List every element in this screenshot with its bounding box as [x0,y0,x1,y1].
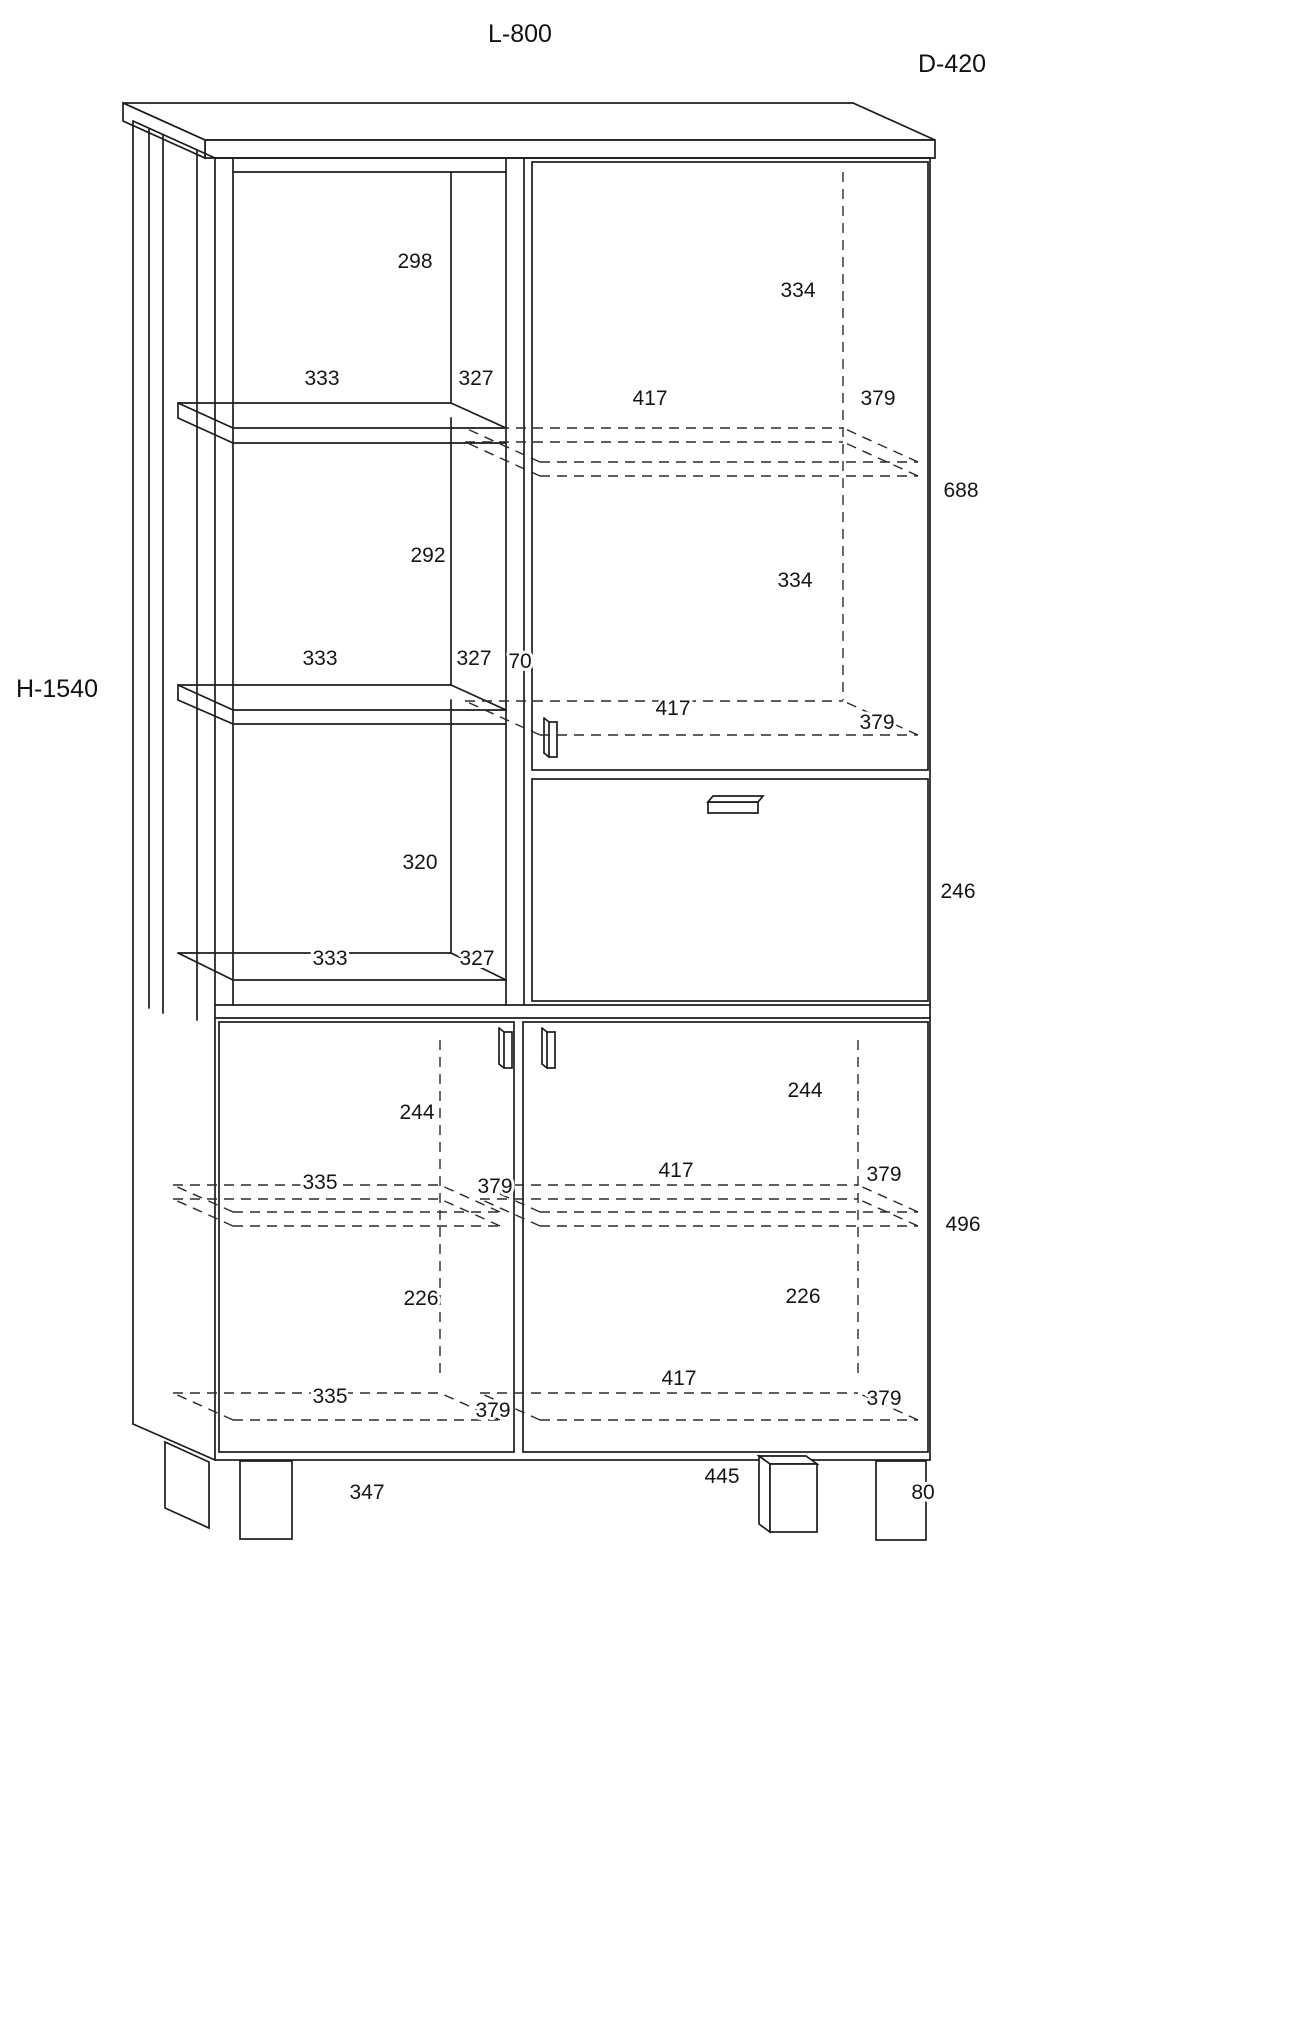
dim-ll-top-depth: 379 [477,1175,512,1198]
hidden-shelf-lines-lower-left [172,1040,501,1421]
dim-door-top-height: 334 [780,279,815,302]
hidden-shelf-lines-upper-door [464,172,919,736]
dim-left-foot-span: 347 [349,1481,384,1504]
lower-left-door [218,1021,515,1453]
dim-ll-top-height: 244 [399,1101,434,1124]
dim-ll-top-width: 335 [302,1171,337,1194]
dim-lr-bottom-depth: 379 [866,1387,901,1410]
top-panel [122,101,936,160]
dim-ll-bottom-height: 226 [403,1287,438,1310]
dim-c3-width: 333 [312,947,347,970]
dim-c2-divider: 70 [508,650,531,673]
left-side-panel [132,120,216,1461]
dim-overall-depth: D-420 [918,50,986,78]
dim-door-bottom-height: 334 [777,569,812,592]
upper-left-shelving [177,157,507,1006]
dim-c1-width: 333 [304,367,339,390]
dim-door-bottom-shelf-depth: 379 [859,711,894,734]
dim-c3-width-right: 327 [459,947,494,970]
upper-door-handle [543,717,558,758]
front-left-foot [239,1460,293,1540]
dim-overall-height: H-1540 [16,675,98,703]
dim-overall-length: L-800 [488,20,552,48]
dim-lr-top-depth: 379 [866,1163,901,1186]
drawer-front [531,778,929,1002]
front-right-foot [875,1460,927,1541]
dim-c3-height: 320 [402,851,437,874]
back-left-foot [164,1440,210,1530]
dim-c2-width-right: 327 [456,647,491,670]
feet [164,1440,927,1541]
dim-door-opening-height: 688 [943,479,978,502]
dim-c2-height: 292 [410,544,445,567]
dim-door-top-shelf-depth: 379 [860,387,895,410]
dim-ll-bottom-width: 335 [312,1385,347,1408]
lower-right-door [522,1021,929,1453]
hidden-shelf-lines-lower-right [479,1040,919,1421]
lower-right-handle [541,1027,556,1069]
dim-lr-bottom-height: 226 [785,1285,820,1308]
dimension-labels: L-800 D-420 H-1540 298 333 327 292 333 3… [13,17,989,1507]
dim-c2-width: 333 [302,647,337,670]
dim-c1-height: 298 [397,250,432,273]
dim-ll-bottom-depth: 379 [475,1399,510,1422]
back-right-foot [756,1454,820,1534]
dim-door-bottom-shelf-width: 417 [655,697,690,720]
carcass-front [214,157,931,1461]
dim-lower-opening-height: 496 [945,1213,980,1236]
dim-door-top-shelf-width: 417 [632,387,667,410]
dim-right-foot-span: 445 [704,1465,739,1488]
lower-left-handle [498,1027,513,1069]
dim-foot-height: 80 [911,1481,934,1504]
upper-right-door [531,161,929,771]
dim-drawer-height: 246 [940,880,975,903]
dim-lr-top-height: 244 [787,1079,822,1102]
dim-lr-bottom-width: 417 [661,1367,696,1390]
dim-c1-width-right: 327 [458,367,493,390]
dim-lr-top-width: 417 [658,1159,693,1182]
drawer-handle [706,795,765,814]
